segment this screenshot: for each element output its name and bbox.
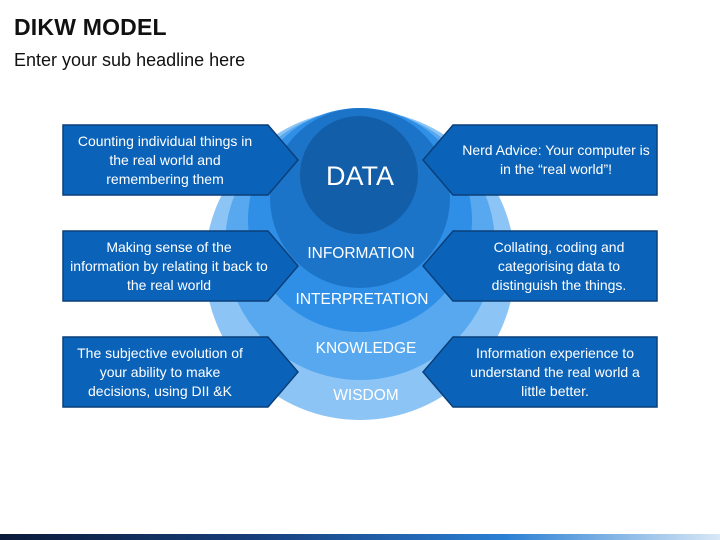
right-callout-2-text: Collating, coding and categorising data … <box>491 238 627 293</box>
data-label: DATA <box>326 161 394 191</box>
left-callout-3-text: The subjective evolution of your ability… <box>77 344 243 399</box>
left-callout-2-shape <box>62 230 299 302</box>
knowledge-label: KNOWLEDGE <box>316 340 417 357</box>
right-callout-1-shape <box>422 124 658 196</box>
footer-gradient-bar <box>0 534 720 540</box>
right-callout-2-shape <box>422 230 658 302</box>
left-callout-3-shape <box>62 336 299 408</box>
left-callout-1-shape <box>62 124 299 196</box>
right-callout-1-text: Nerd Advice: Your computer is in the “re… <box>462 142 650 177</box>
page-subtitle: Enter your sub headline here <box>14 50 246 70</box>
wisdom-label: WISDOM <box>333 387 398 404</box>
left-callout-2-text: Making sense of the information by relat… <box>70 238 268 293</box>
right-callout-3-shape <box>422 336 658 408</box>
information-label: INFORMATION <box>307 245 414 262</box>
data-circle <box>300 116 418 234</box>
page-title: DIKW MODEL <box>14 14 167 40</box>
interpretation-label: INTERPRETATION <box>296 291 429 308</box>
right-callout-3-text: Information experience to understand the… <box>470 344 640 399</box>
left-callout-1-text: Counting individual things in the real w… <box>77 132 253 187</box>
